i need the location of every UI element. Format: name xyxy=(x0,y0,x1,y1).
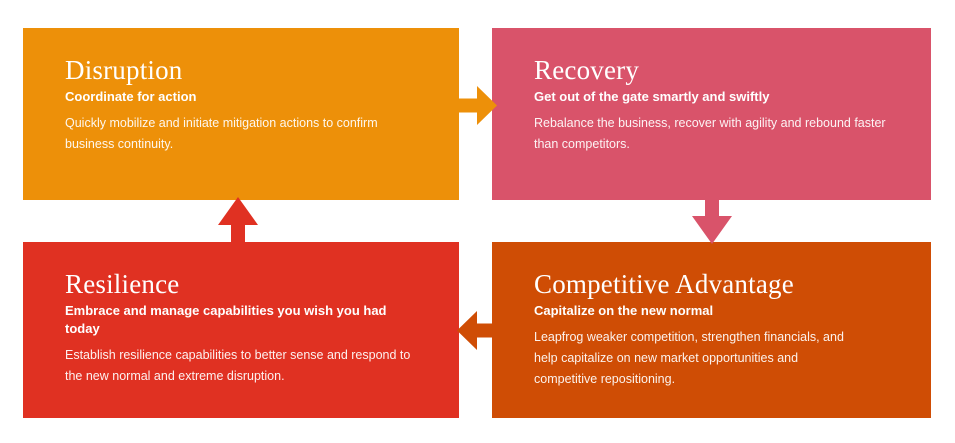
card-resilience-body: Establish resilience capabilities to bet… xyxy=(65,348,411,383)
card-recovery[interactable]: Recovery Get out of the gate smartly and… xyxy=(492,28,931,200)
card-disruption-body: Quickly mobilize and initiate mitigation… xyxy=(65,116,378,151)
card-competitive-advantage-title: Competitive Advantage xyxy=(534,269,794,299)
card-disruption-title: Disruption xyxy=(65,55,183,85)
card-recovery-title: Recovery xyxy=(534,55,640,85)
card-disruption[interactable]: Disruption Coordinate for action Quickly… xyxy=(23,28,459,200)
card-competitive-advantage-subtitle: Capitalize on the new normal xyxy=(534,303,714,318)
card-competitive-advantage-body: Leapfrog weaker competition, strengthen … xyxy=(534,330,844,386)
arrow-right-icon xyxy=(457,86,497,125)
card-resilience[interactable]: Resilience Embrace and manage capabiliti… xyxy=(23,242,459,418)
card-disruption-subtitle: Coordinate for action xyxy=(65,89,197,104)
card-competitive-advantage[interactable]: Competitive Advantage Capitalize on the … xyxy=(492,242,931,418)
arrow-left-icon xyxy=(457,311,497,350)
card-recovery-subtitle: Get out of the gate smartly and swiftly xyxy=(534,89,770,104)
arrow-down-icon xyxy=(692,198,732,244)
card-resilience-subtitle: Embrace and manage capabilities you wish… xyxy=(65,303,387,336)
card-recovery-body: Rebalance the business, recover with agi… xyxy=(534,116,886,151)
card-resilience-title: Resilience xyxy=(65,269,180,299)
arrow-up-icon xyxy=(218,197,258,244)
